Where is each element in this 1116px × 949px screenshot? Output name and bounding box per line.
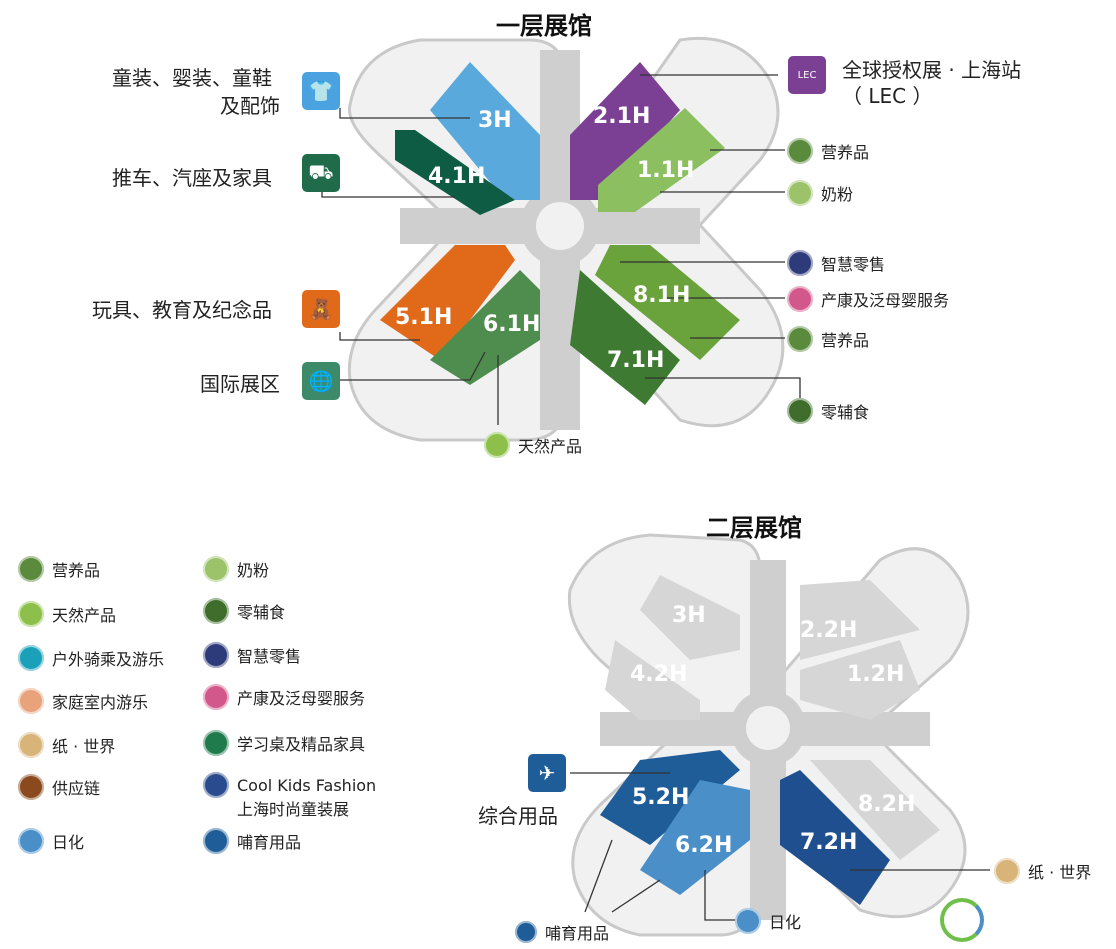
hall-label-1-2h[interactable]: 1.2H (847, 662, 905, 687)
outdoor-ride-icon (18, 645, 44, 671)
hall-label-8-2h[interactable]: 8.2H (858, 792, 916, 817)
feeding-icon (515, 921, 537, 943)
legend-item: 家庭室内游乐 (18, 688, 148, 714)
callout-smart-retail: 智慧零售 (787, 250, 885, 276)
legend-item: 零辅食 (203, 598, 285, 624)
label-general-goods: 综合用品 (478, 804, 558, 828)
callout-daily: 日化 (735, 908, 801, 934)
callout-natural: 天然产品 (484, 432, 582, 458)
legend-item: 产康及泛母婴服务 (203, 684, 365, 710)
hall-label-1-1h[interactable]: 1.1H (637, 158, 695, 183)
nutrition-icon (787, 326, 813, 352)
callout-feeding: 哺育用品 (515, 920, 609, 944)
hall-label-f2-3h[interactable]: 3H (672, 603, 706, 628)
teddy-bear-icon: 🧸 (302, 290, 340, 328)
legend-item: 营养品 (18, 556, 100, 582)
legend-item: 天然产品 (18, 601, 116, 627)
paper-icon (18, 732, 44, 758)
leader-lines (321, 74, 990, 921)
label-lec: 全球授权展 · 上海站 (842, 58, 1022, 82)
cool-kids-fashion-icon (203, 772, 229, 798)
callout-snacks: 零辅食 (787, 398, 869, 424)
label-lec-2: （ LEC ） (842, 84, 933, 108)
feeding-icon (203, 828, 229, 854)
legend-item: 供应链 (18, 774, 100, 800)
legend-item: 学习桌及精品家具 (203, 730, 365, 756)
hall-label-8-1h[interactable]: 8.1H (633, 283, 691, 308)
hall-5-1h (380, 245, 515, 360)
hall-label-2-2h[interactable]: 2.2H (800, 618, 858, 643)
callout-nutrition-2: 营养品 (787, 326, 869, 352)
label-strollers: 推车、汽座及家具 (112, 166, 272, 190)
floor1-halls (380, 62, 740, 405)
callout-milk: 奶粉 (787, 180, 853, 206)
legend-item: 户外骑乘及游乐 (18, 645, 164, 671)
label-toys: 玩具、教育及纪念品 (92, 298, 272, 322)
globe-icon: 🌐 (302, 362, 340, 400)
maternity-icon (787, 286, 813, 312)
hall-label-7-2h[interactable]: 7.2H (800, 830, 858, 855)
childwear-icon: 👕 (302, 72, 340, 110)
study-desk-icon (203, 730, 229, 756)
indoor-play-icon (18, 688, 44, 714)
floor2-halls (600, 575, 940, 905)
legend-item: 智慧零售 (203, 642, 301, 668)
hall-label-4-1h[interactable]: 4.1H (428, 164, 486, 189)
hall-1-1h (598, 108, 725, 212)
daily-chemical-icon (18, 828, 44, 854)
hall-8-1h (595, 245, 740, 360)
legend-extra: 上海时尚童装展 (237, 800, 350, 819)
legend-item: Cool Kids Fashion (203, 772, 376, 798)
legend-item: 奶粉 (203, 556, 269, 582)
callout-nutrition: 营养品 (787, 138, 869, 164)
label-childwear: 童装、婴装、童鞋 (112, 66, 272, 90)
label-childwear-2: 及配饰 (220, 94, 280, 118)
legend-item: 纸 · 世界 (18, 732, 115, 758)
daily-chemical-icon (735, 908, 761, 934)
supply-chain-icon (18, 774, 44, 800)
callout-maternity: 产康及泛母婴服务 (787, 286, 949, 312)
stroller-icon: ⛟ (302, 154, 340, 192)
hall-label-6-2h[interactable]: 6.2H (675, 833, 733, 858)
hall-label-7-1h[interactable]: 7.1H (607, 348, 665, 373)
callout-paper: 纸 · 世界 (994, 858, 1091, 884)
label-international: 国际展区 (200, 372, 280, 396)
lec-logo-icon: LEC (788, 56, 826, 94)
snack-icon (203, 598, 229, 624)
legend-item: 哺育用品 (203, 828, 301, 854)
smart-retail-icon (203, 642, 229, 668)
milk-powder-icon (787, 180, 813, 206)
hall-label-6-1h[interactable]: 6.1H (483, 312, 541, 337)
hall-4-1h (395, 130, 515, 215)
hall-label-5-2h[interactable]: 5.2H (632, 785, 690, 810)
hall-7-1h (570, 270, 680, 405)
hall-2-1h (570, 62, 680, 200)
hall-6-1h (430, 270, 540, 385)
maternity-icon (203, 684, 229, 710)
snack-icon (787, 398, 813, 424)
floor2-footprint (567, 533, 970, 937)
general-goods-icon: ✈ (528, 754, 566, 792)
brand-logo-icon (940, 898, 984, 942)
hall-label-3h[interactable]: 3H (478, 108, 512, 133)
paper-icon (994, 858, 1020, 884)
floor1-title: 一层展馆 (496, 12, 592, 40)
floor2-title: 二层展馆 (706, 514, 802, 542)
milk-powder-icon (203, 556, 229, 582)
hall-label-4-2h[interactable]: 4.2H (630, 662, 688, 687)
natural-icon (484, 432, 510, 458)
nutrition-icon (18, 556, 44, 582)
hall-label-2-1h[interactable]: 2.1H (593, 104, 651, 129)
smart-retail-icon (787, 250, 813, 276)
nutrition-icon (787, 138, 813, 164)
natural-icon (18, 601, 44, 627)
legend-item: 日化 (18, 828, 84, 854)
hall-label-5-1h[interactable]: 5.1H (395, 305, 453, 330)
hall-3h (430, 62, 540, 200)
